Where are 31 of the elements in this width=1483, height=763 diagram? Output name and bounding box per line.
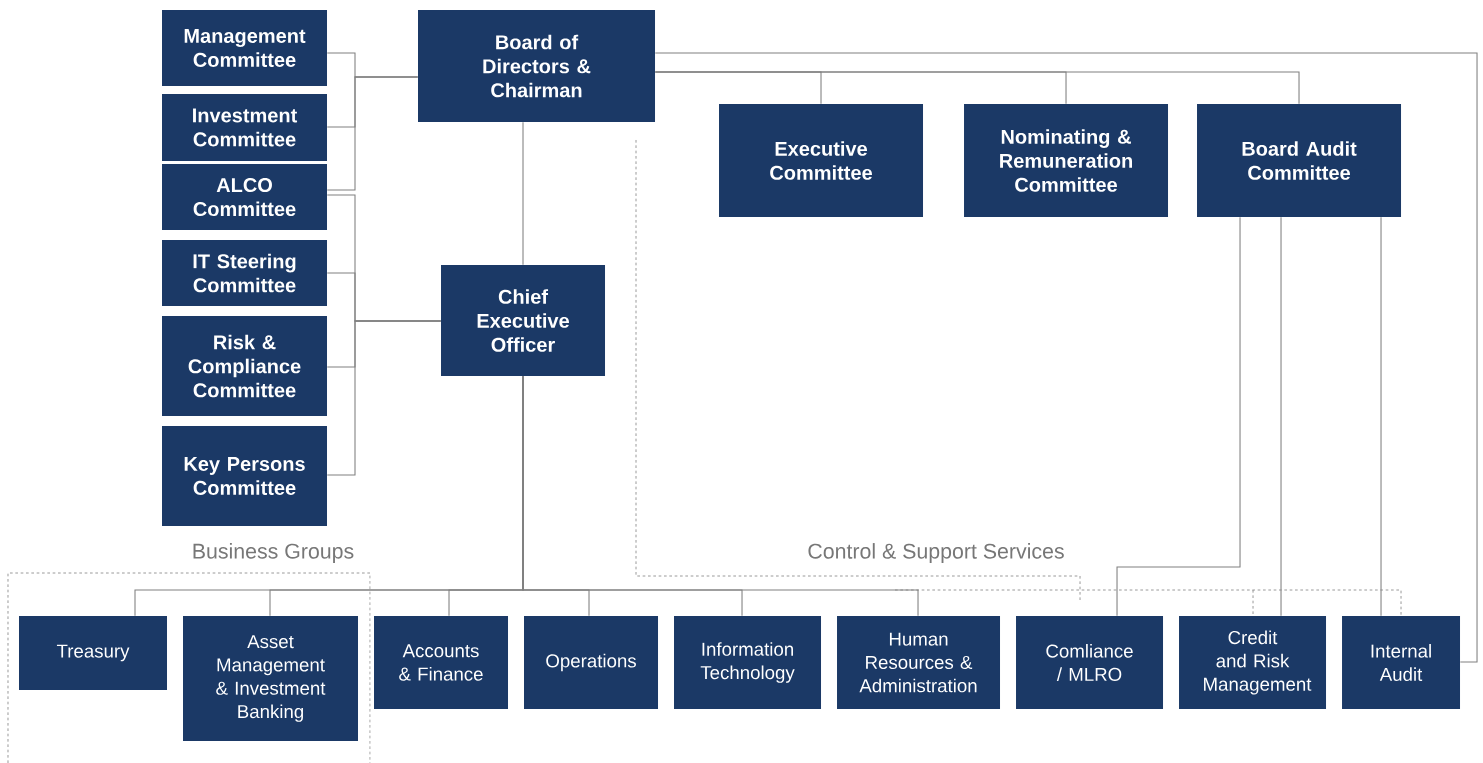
committee-box: Key Persons Committee [162, 426, 327, 526]
committee-box: ALCO Committee [162, 164, 327, 230]
committee-box: IT Steering Committee [162, 240, 327, 306]
committee-box: Executive Committee [719, 104, 923, 217]
committee-box: Nominating & Remuneration Committee [964, 104, 1168, 217]
connector [326, 320, 442, 476]
department-box: Internal Audit [1342, 616, 1460, 709]
connector [1116, 216, 1241, 617]
department-box: Comliance / MLRO [1016, 616, 1163, 709]
connector [654, 52, 1478, 663]
committee-box: Board of Directors & Chairman [418, 10, 655, 122]
connector [1280, 216, 1282, 617]
committee-box: Board Audit Committee [1197, 104, 1402, 217]
department-box: Information Technology [674, 616, 821, 709]
department-box: Operations [524, 616, 658, 709]
group-label: Business Groups [193, 543, 354, 563]
committee-box: Risk & Compliance Committee [162, 316, 327, 416]
connector [522, 375, 919, 617]
group-label: Control & Support Services [808, 543, 1064, 563]
department-box: Credit and Risk Management [1179, 616, 1326, 709]
connector [326, 76, 419, 191]
department-box: Human Resources & Administration [837, 616, 1000, 709]
committee-box: Investment Committee [162, 94, 327, 161]
committee-box: Management Committee [162, 10, 327, 86]
department-box: Accounts & Finance [374, 616, 508, 709]
connector [1380, 216, 1382, 617]
connector [522, 121, 524, 266]
committee-box: Chief Executive Officer [441, 265, 605, 376]
department-box: Treasury [19, 616, 167, 690]
department-box: Asset Management & Investment Banking [183, 616, 358, 741]
connector [654, 71, 1300, 105]
